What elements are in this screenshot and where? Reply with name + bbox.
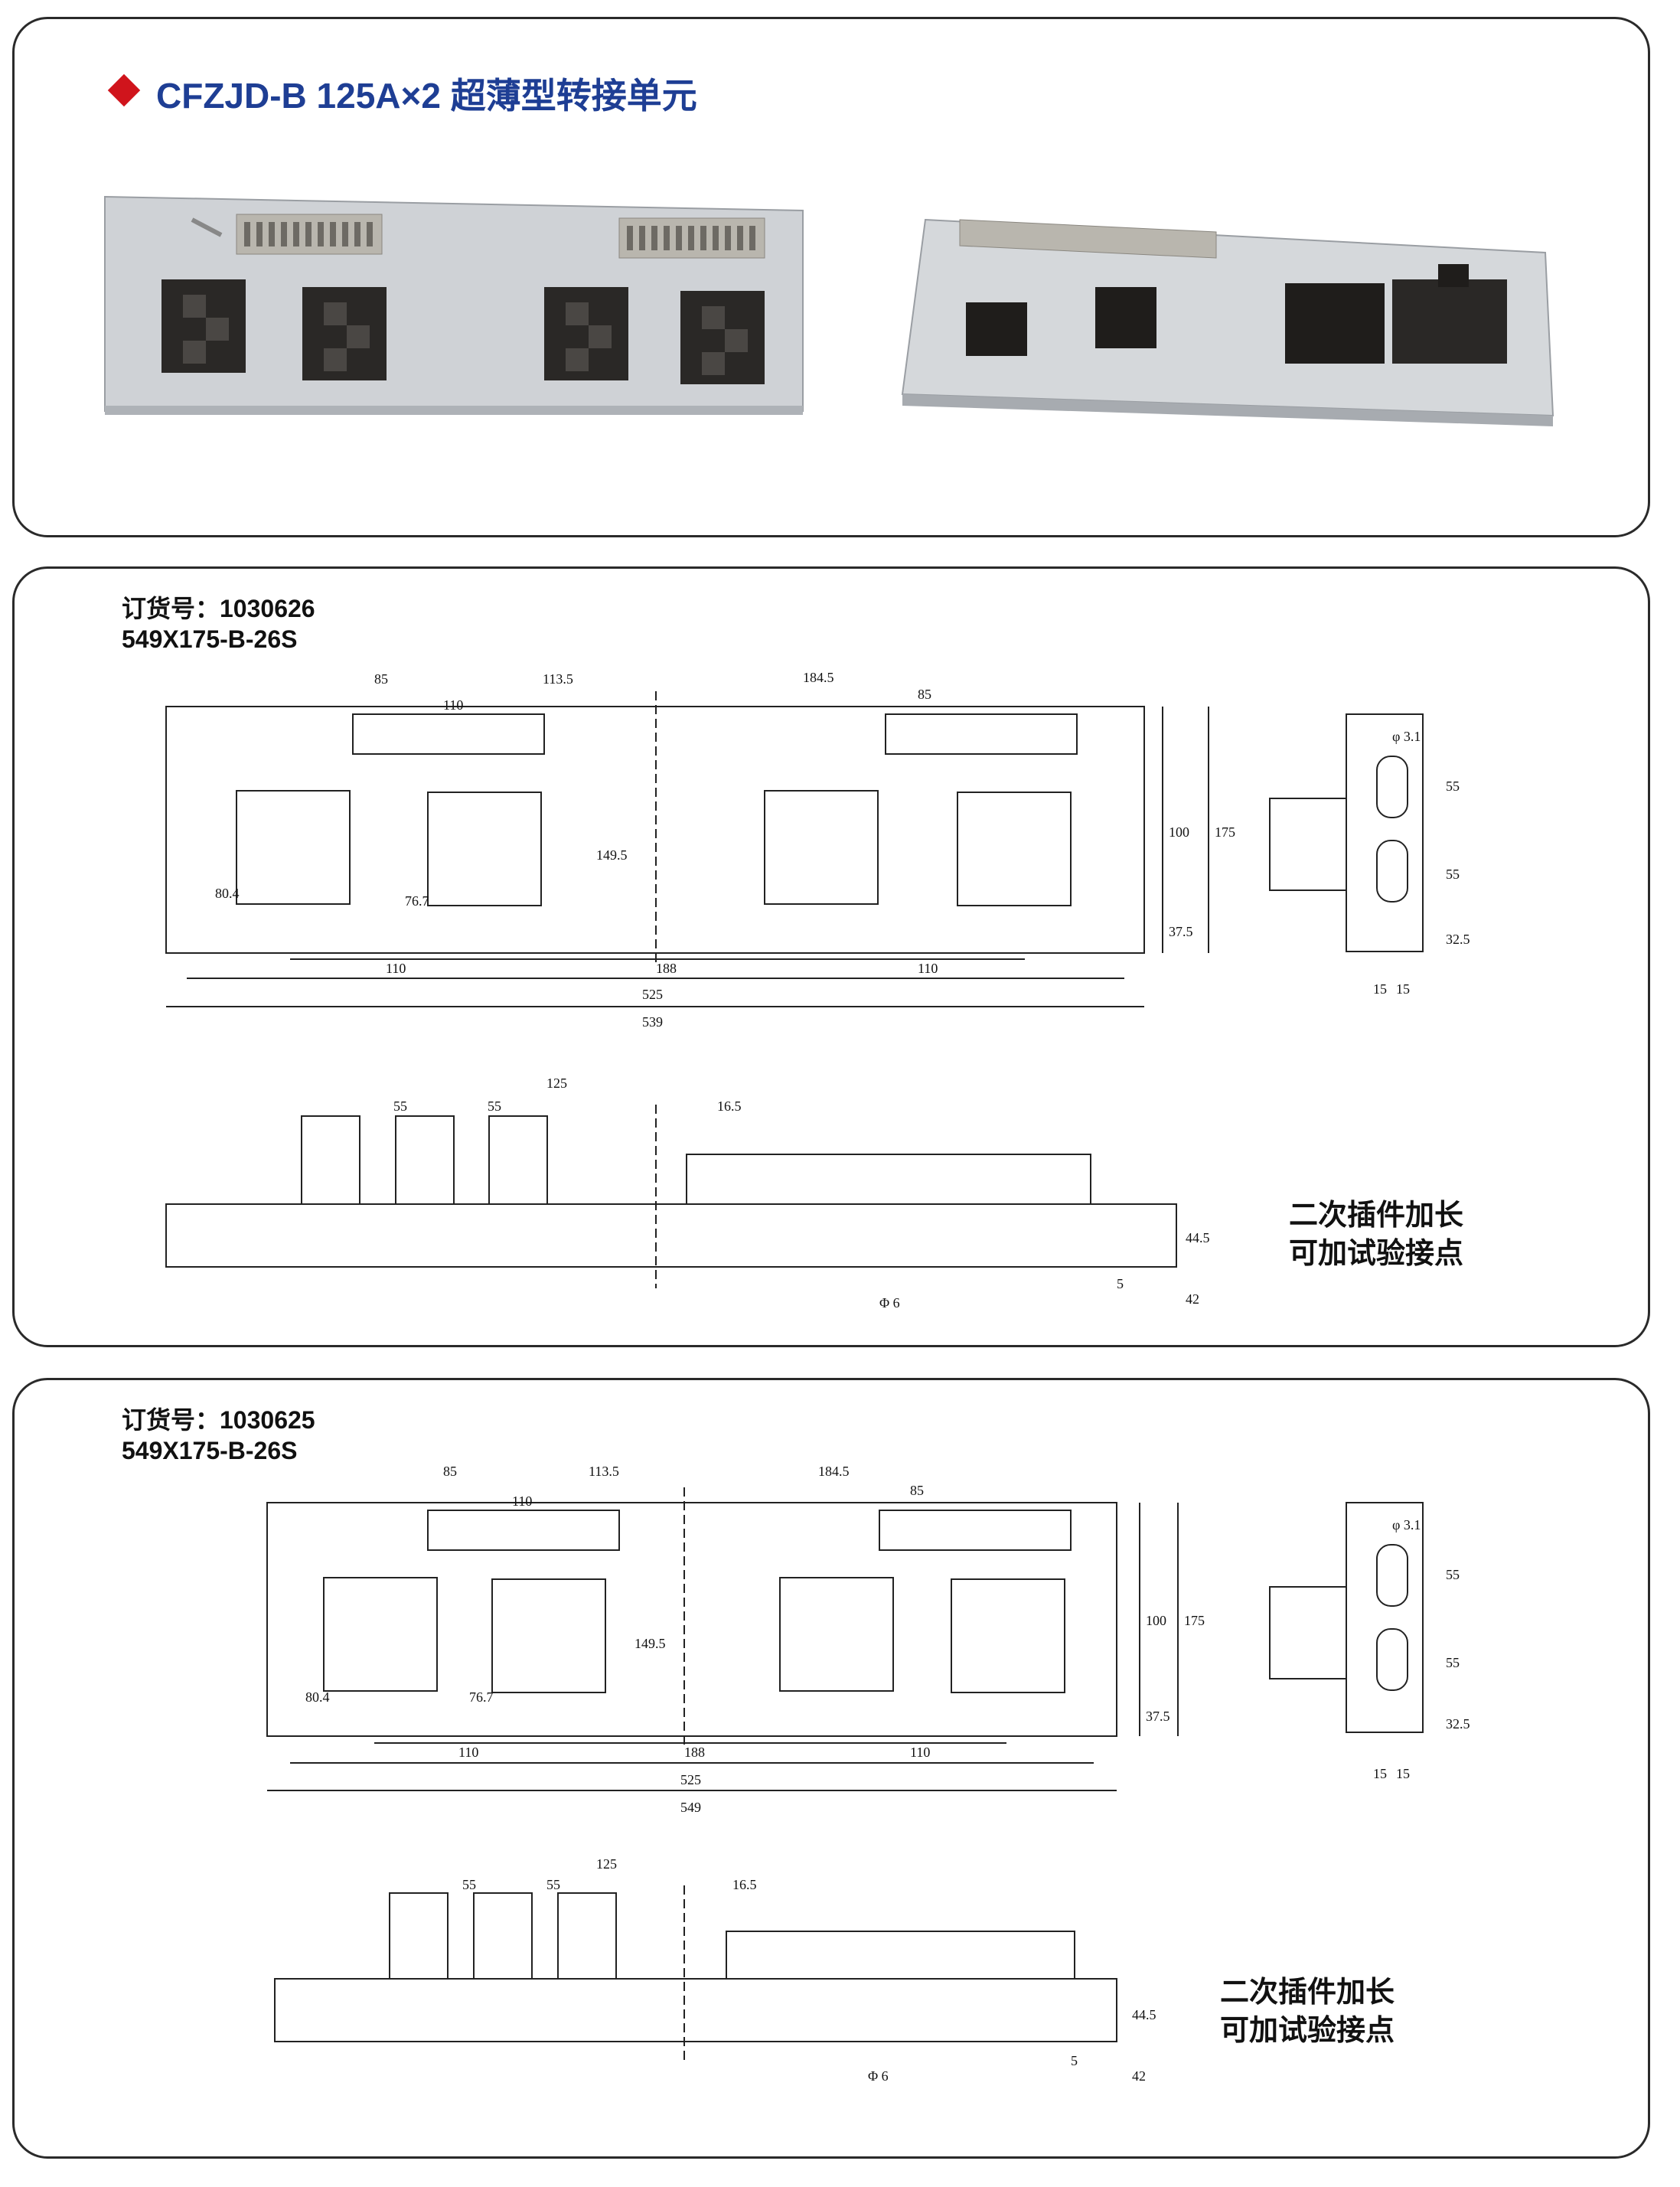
dim-525: 525 bbox=[642, 987, 663, 1002]
dim-76.7: 76.7 bbox=[469, 1689, 494, 1705]
dim-front-55-right: 55 bbox=[546, 1877, 560, 1892]
dim-125: 125 bbox=[546, 1076, 567, 1091]
dim-110-right: 110 bbox=[910, 1745, 930, 1760]
dim-44.5: 44.5 bbox=[1132, 2007, 1156, 2022]
order-number: 订货号：1030626 bbox=[122, 595, 315, 622]
dim-44.5: 44.5 bbox=[1186, 1230, 1210, 1245]
dim-80.4: 80.4 bbox=[305, 1689, 330, 1705]
dim-184.5: 184.5 bbox=[803, 670, 834, 685]
dim-side-32.5: 32.5 bbox=[1446, 1716, 1470, 1732]
dim-side-55-top: 55 bbox=[1446, 779, 1460, 794]
dim-5: 5 bbox=[1071, 2053, 1078, 2068]
model-number: 549X175-B-26S bbox=[122, 1437, 298, 1464]
dim-side-15-right: 15 bbox=[1396, 1766, 1410, 1781]
page-title: CFZJD-B 125A×2 超薄型转接单元 bbox=[156, 76, 697, 116]
dim-overall-width: 539 bbox=[642, 1014, 663, 1030]
dim-side-hole: φ 3.1 bbox=[1392, 729, 1421, 744]
note-line-1: 二次插件加长 bbox=[1220, 1976, 1395, 2009]
dim-175: 175 bbox=[1215, 824, 1235, 840]
note-line-2: 可加试验接点 bbox=[1289, 1238, 1464, 1270]
rear-photo bbox=[901, 218, 1554, 426]
dim-front-55-left: 55 bbox=[393, 1098, 407, 1114]
dim-525: 525 bbox=[680, 1772, 701, 1787]
dim-149.5: 149.5 bbox=[596, 847, 628, 863]
dim-80.4: 80.4 bbox=[215, 886, 240, 901]
dim-5: 5 bbox=[1117, 1276, 1124, 1291]
technical-drawing: 85 113.5 184.5 85 110 110 188 110 525 54… bbox=[266, 1464, 1470, 2084]
dim-42: 42 bbox=[1186, 1291, 1199, 1307]
dim-125: 125 bbox=[596, 1856, 617, 1872]
dim-188: 188 bbox=[656, 961, 677, 976]
dim-110-left: 110 bbox=[458, 1745, 478, 1760]
dim-front-55-left: 55 bbox=[462, 1877, 476, 1892]
dim-42: 42 bbox=[1132, 2068, 1146, 2084]
dim-110-small: 110 bbox=[512, 1493, 532, 1509]
dim-110-left: 110 bbox=[386, 961, 406, 976]
drawing-panel-1030626: 订货号：1030626 549X175-B-26S bbox=[12, 566, 1650, 1347]
dim-85: 85 bbox=[374, 671, 388, 687]
technical-drawing: 85 113.5 184.5 85 110 110 188 110 525 53… bbox=[165, 670, 1470, 1311]
dim-side-15-left: 15 bbox=[1373, 1766, 1387, 1781]
dim-phi-6: Φ 6 bbox=[879, 1295, 900, 1311]
dim-16.5: 16.5 bbox=[717, 1098, 742, 1114]
dim-113.5: 113.5 bbox=[589, 1464, 619, 1479]
dim-side-55-bottom: 55 bbox=[1446, 1655, 1460, 1670]
dim-113.5: 113.5 bbox=[543, 671, 573, 687]
dim-110-small: 110 bbox=[443, 697, 463, 713]
dim-overall-width: 549 bbox=[680, 1800, 701, 1815]
dim-side-32.5: 32.5 bbox=[1446, 932, 1470, 947]
dim-37.5: 37.5 bbox=[1169, 924, 1193, 939]
dim-175: 175 bbox=[1184, 1613, 1205, 1628]
front-photo bbox=[104, 195, 804, 415]
dim-37.5: 37.5 bbox=[1146, 1709, 1170, 1724]
dim-side-15-right: 15 bbox=[1396, 981, 1410, 997]
dim-85-right: 85 bbox=[918, 687, 931, 702]
product-photo-panel: CFZJD-B 125A×2 超薄型转接单元 bbox=[12, 17, 1650, 537]
dim-100: 100 bbox=[1146, 1613, 1166, 1628]
dim-85-right: 85 bbox=[910, 1483, 924, 1498]
dim-side-hole: φ 3.1 bbox=[1392, 1517, 1421, 1533]
model-number: 549X175-B-26S bbox=[122, 625, 298, 653]
dim-184.5: 184.5 bbox=[818, 1464, 850, 1479]
note-line-2: 可加试验接点 bbox=[1220, 2015, 1395, 2047]
drawing-panel-1030625: 订货号：1030625 549X175-B-26S bbox=[12, 1378, 1650, 2159]
order-number: 订货号：1030625 bbox=[122, 1406, 315, 1434]
dim-110-right: 110 bbox=[918, 961, 938, 976]
dim-side-55-top: 55 bbox=[1446, 1567, 1460, 1582]
dim-100: 100 bbox=[1169, 824, 1189, 840]
note-extended-plug: 二次插件加长 可加试验接点 bbox=[1220, 1973, 1395, 2050]
product-photos bbox=[104, 195, 1554, 426]
note-extended-plug: 二次插件加长 可加试验接点 bbox=[1289, 1196, 1463, 1273]
dim-phi-6: Φ 6 bbox=[868, 2068, 889, 2084]
dim-front-55-right: 55 bbox=[488, 1098, 501, 1114]
note-line-1: 二次插件加长 bbox=[1289, 1200, 1464, 1232]
dim-188: 188 bbox=[684, 1745, 705, 1760]
dim-149.5: 149.5 bbox=[634, 1636, 666, 1651]
dim-76.7: 76.7 bbox=[405, 893, 429, 909]
dim-side-55-bottom: 55 bbox=[1446, 867, 1460, 882]
dim-16.5: 16.5 bbox=[732, 1877, 757, 1892]
dim-85: 85 bbox=[443, 1464, 457, 1479]
dim-side-15-left: 15 bbox=[1373, 981, 1387, 997]
